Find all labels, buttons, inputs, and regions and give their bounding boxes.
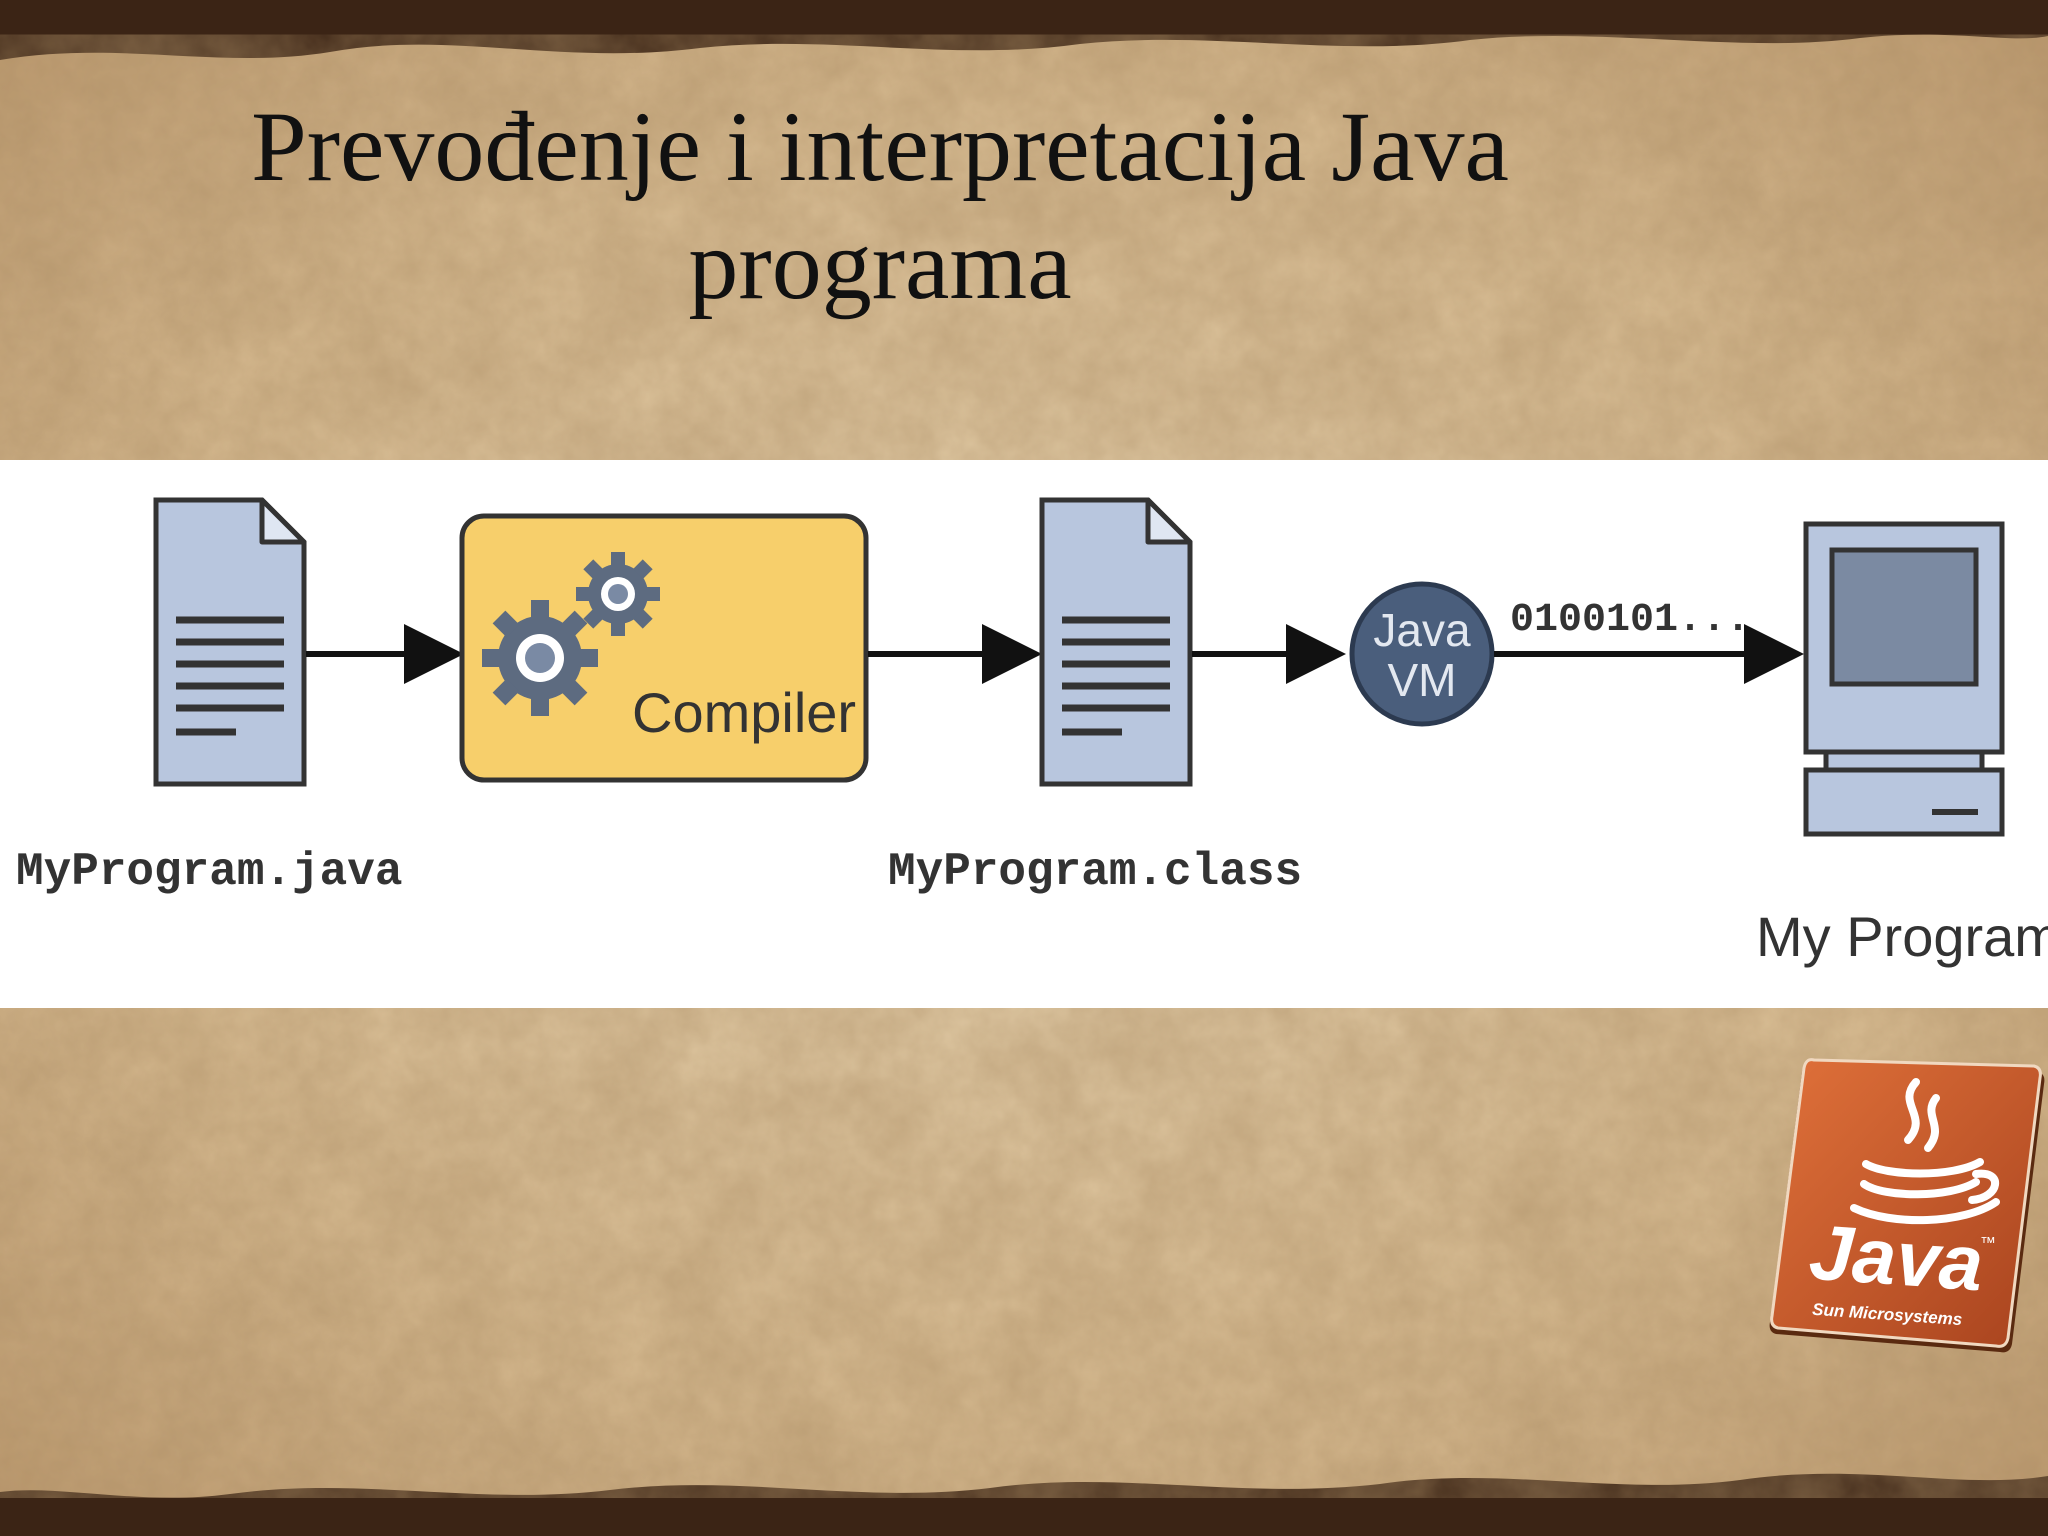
java-vm-label-line1: Java: [1373, 604, 1471, 656]
source-file-icon: [153, 497, 307, 787]
gears-icon: [482, 552, 660, 716]
computer-icon: [1803, 521, 2005, 837]
class-file-icon: [1039, 497, 1193, 787]
slide-title-line1: Prevođenje i interpretacija Java: [251, 91, 1509, 202]
compilation-diagram: MyProgram.java: [0, 460, 2048, 1008]
binary-output-text: 0100101...: [1510, 598, 1750, 643]
slide-title-line2: programa: [688, 209, 1072, 320]
java-vm-node: [1349, 581, 1495, 727]
logo-trademark: ™: [1980, 1235, 1996, 1252]
java-logo: Java ™ Sun Microsystems: [1769, 1058, 2045, 1353]
logo-word: Java: [1807, 1208, 1986, 1308]
slide-title: Prevođenje i interpretacija Java program…: [0, 88, 1760, 324]
java-vm-label-line2: VM: [1388, 654, 1457, 706]
compiler-box: [459, 513, 869, 783]
source-file-label: MyProgram.java: [16, 846, 402, 898]
coffee-cup-icon: [1850, 1078, 2000, 1225]
class-file-label: MyProgram.class: [888, 846, 1302, 898]
program-output-label: My Program: [1756, 905, 2048, 968]
compiler-label: Compiler: [632, 681, 856, 744]
